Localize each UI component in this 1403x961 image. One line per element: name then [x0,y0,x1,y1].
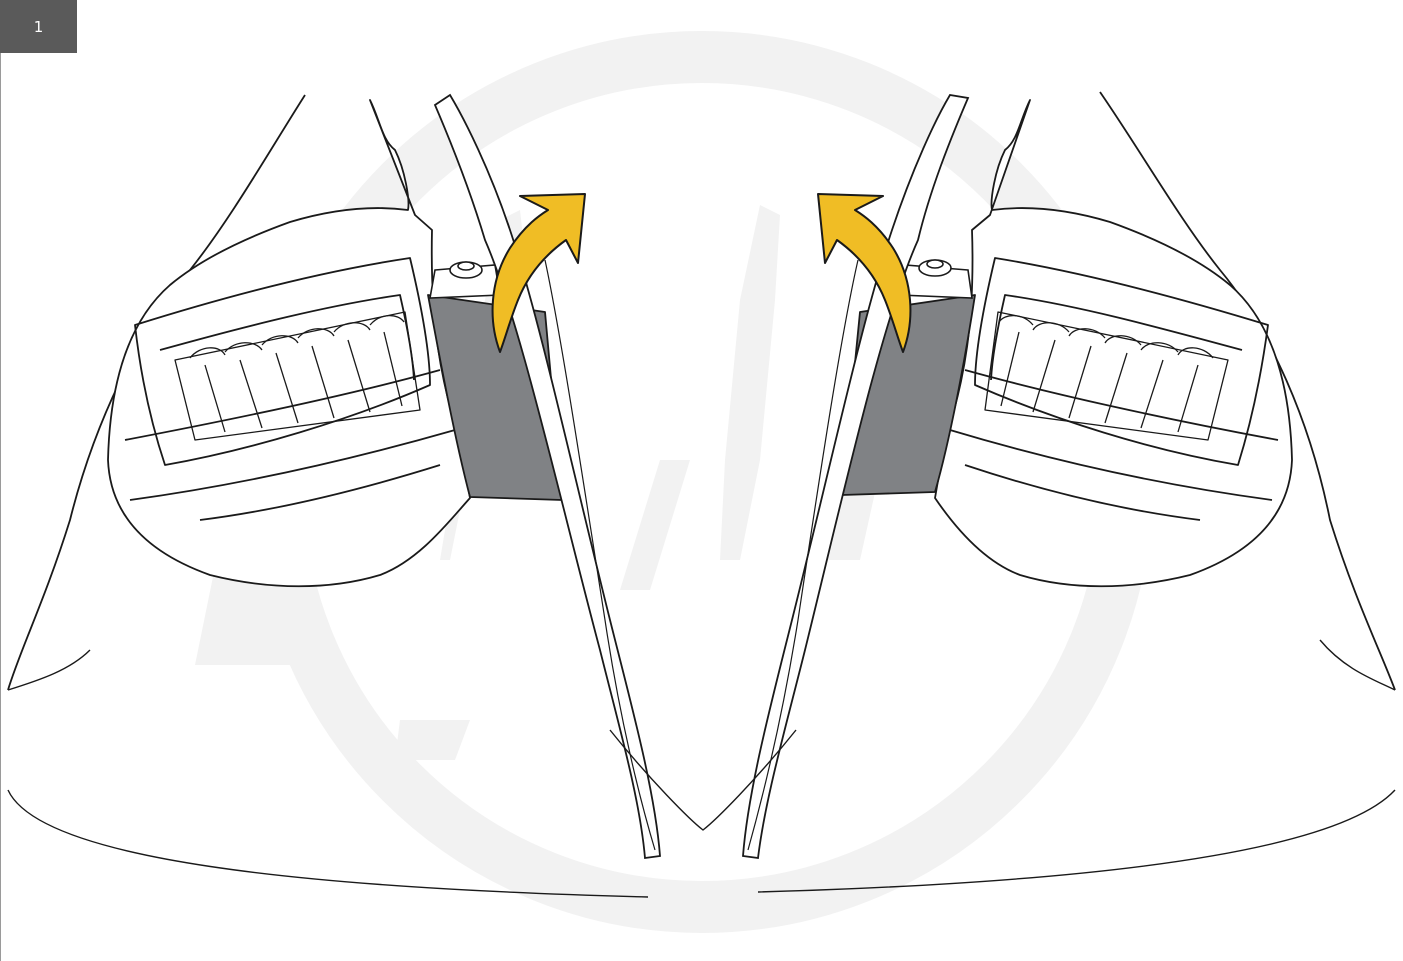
step-number: 1 [34,18,44,36]
bumper-outline [8,640,1395,897]
step-number-badge: 1 [0,0,77,53]
left-border-rule [0,53,1,961]
right-clip [900,260,972,298]
left-clip [430,262,500,298]
